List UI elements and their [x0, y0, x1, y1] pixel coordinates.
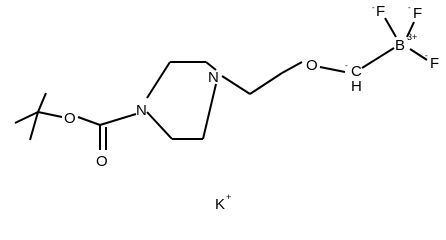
bond-carbonyl-to-amide-nitrogen — [99, 113, 137, 126]
bond-methylene-to-boron — [361, 47, 395, 69]
charge-methylene-carbon: - — [345, 61, 348, 70]
atom-potassium: K — [215, 196, 225, 213]
bond-ring-6 — [202, 83, 217, 140]
charge-potassium: + — [226, 192, 231, 202]
bond-boron-to-fluorine-top-right — [406, 21, 415, 38]
bond-amine-to-ch2 — [221, 75, 251, 95]
bond-tbu-methyl-top — [37, 92, 47, 113]
bond-ch2-to-ether-oxygen — [281, 61, 303, 74]
charge-fluorine-right: - — [425, 51, 428, 60]
chemical-structure-diagram: O O N N O - C H B 3+ - F - F - F K + — [14, 3, 439, 213]
atom-ester-oxygen: O — [64, 110, 76, 127]
charge-fluorine-top-right: - — [408, 3, 411, 12]
bond-ring-4 — [146, 111, 173, 140]
atom-piperazine-nitrogen-amide: N — [136, 102, 147, 119]
bond-tbu-to-ester-oxygen — [37, 111, 63, 118]
bond-ester-oxygen-to-carbonyl — [77, 116, 101, 126]
atom-piperazine-nitrogen-amine: N — [208, 69, 219, 86]
atom-fluorine-top-left: F — [376, 3, 385, 20]
bond-ring-3 — [205, 61, 217, 71]
atom-fluorine-top-right: F — [413, 5, 422, 22]
atom-methylene-hydrogen: H — [351, 78, 362, 95]
bond-tbu-methyl-left — [14, 111, 39, 124]
charge-boron: 3+ — [407, 32, 417, 42]
atom-fluorine-right: F — [430, 55, 439, 72]
bond-ch2-to-ch2 — [249, 72, 283, 95]
charge-fluorine-top-left: - — [372, 3, 375, 12]
structure-canvas: O O N N O - C H B 3+ - F - F - F K + — [14, 3, 439, 213]
atom-boron: B — [395, 37, 405, 54]
atom-carbonyl-oxygen: O — [96, 153, 108, 170]
bond-boron-to-fluorine-top-left — [384, 17, 397, 38]
bond-ether-oxygen-to-methylene — [319, 66, 346, 73]
bond-boron-to-fluorine-right — [409, 48, 428, 61]
bond-ring-1 — [146, 61, 171, 99]
atom-ether-oxygen: O — [306, 57, 318, 74]
atom-methylene-carbon: C — [351, 63, 362, 80]
bond-tbu-methyl-bottom — [29, 111, 39, 141]
